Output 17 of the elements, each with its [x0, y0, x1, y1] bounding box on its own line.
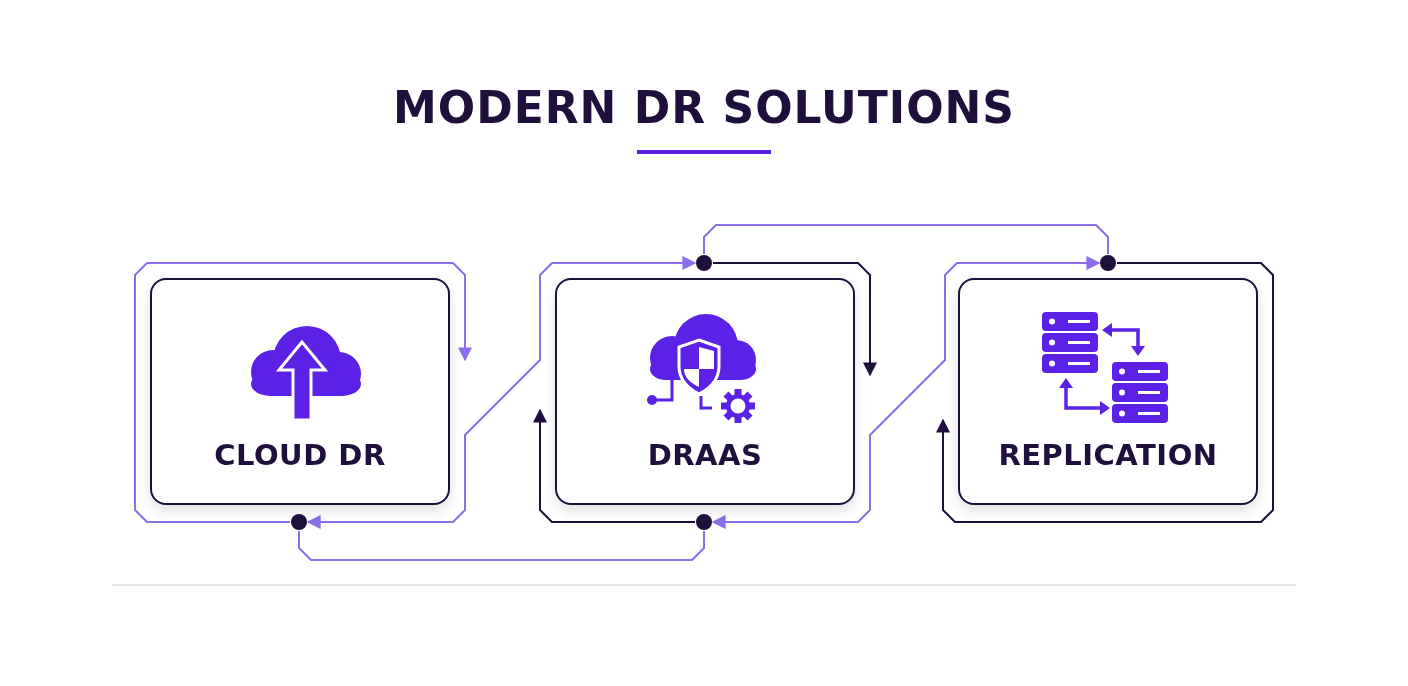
connector-arrow: [134, 262, 472, 523]
junction-dot: [1100, 255, 1116, 271]
process-box: [958, 278, 1258, 505]
junction-dot: [696, 514, 712, 530]
process-box: [555, 278, 855, 505]
connector-arrow: [936, 262, 1274, 523]
node-label: CLOUD DR: [214, 438, 386, 472]
node-label: REPLICATION: [998, 438, 1218, 472]
junction-dot: [291, 514, 307, 530]
connector-arrow: [533, 408, 696, 523]
process-box: [150, 278, 450, 505]
connector-arrow: [306, 256, 697, 529]
junction-dot: [696, 255, 712, 271]
connector-arrow: [711, 256, 1101, 529]
diagram-title: MODERN DR SOLUTIONS: [392, 82, 1016, 133]
connector-arrow: [712, 262, 877, 377]
node-label: DRAAS: [647, 438, 763, 472]
